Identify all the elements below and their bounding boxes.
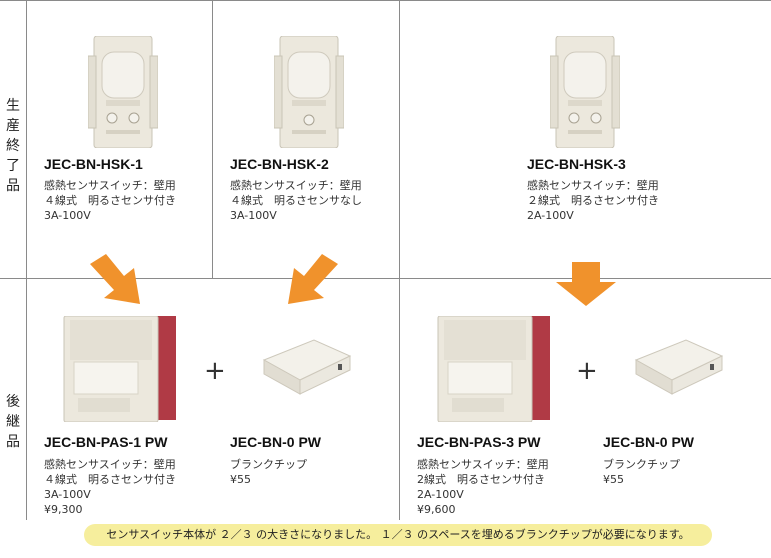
sensor-switch-image [274, 36, 344, 148]
blank-chip-image [262, 339, 352, 395]
row-label-char: 品 [6, 178, 20, 194]
grid-line-col2 [399, 0, 400, 520]
arrow-down-left-icon [288, 254, 338, 304]
product-model: JEC-BN-HSK-1 [44, 156, 143, 172]
grid-line-label-column [26, 0, 27, 520]
note-banner: センサスイッチ本体が ２／３ の大きさになりました。 １／３ のスペースを埋める… [84, 524, 712, 546]
row-label-successor: 後継品 [0, 392, 26, 452]
row-label-char: 品 [6, 434, 20, 450]
plus-sign: + [204, 356, 226, 386]
product-model: JEC-BN-HSK-2 [230, 156, 329, 172]
arrow-down-right-icon [90, 254, 140, 304]
product-model: JEC-BN-PAS-3 PW [417, 434, 541, 450]
product-model: JEC-BN-0 PW [603, 434, 695, 450]
row-label-discontinued: 生産終了品 [0, 96, 26, 196]
grid-line-row-divider [0, 278, 771, 279]
row-label-char: 産 [6, 118, 20, 134]
product-description: ブランクチップ¥55 [603, 458, 680, 486]
arrow-down-icon [556, 262, 616, 306]
row-label-char: 生 [6, 98, 20, 114]
product-model: JEC-BN-PAS-1 PW [44, 434, 168, 450]
row-label-char: 継 [6, 414, 20, 430]
sensor-switch-image [88, 36, 158, 148]
row-label-char: 了 [6, 158, 20, 174]
blank-chip-image [634, 339, 724, 395]
plus-sign: + [576, 356, 598, 386]
row-label-char: 終 [6, 138, 20, 154]
sensor-switch-image [550, 36, 620, 148]
product-model: JEC-BN-0 PW [230, 434, 322, 450]
row-label-char: 後 [6, 394, 20, 410]
grid-line-top [0, 0, 771, 1]
sensor-switch-image [437, 316, 550, 422]
product-model: JEC-BN-HSK-3 [527, 156, 626, 172]
grid-line-col1 [212, 0, 213, 278]
product-description: ブランクチップ¥55 [230, 458, 307, 486]
sensor-switch-image [63, 316, 176, 422]
